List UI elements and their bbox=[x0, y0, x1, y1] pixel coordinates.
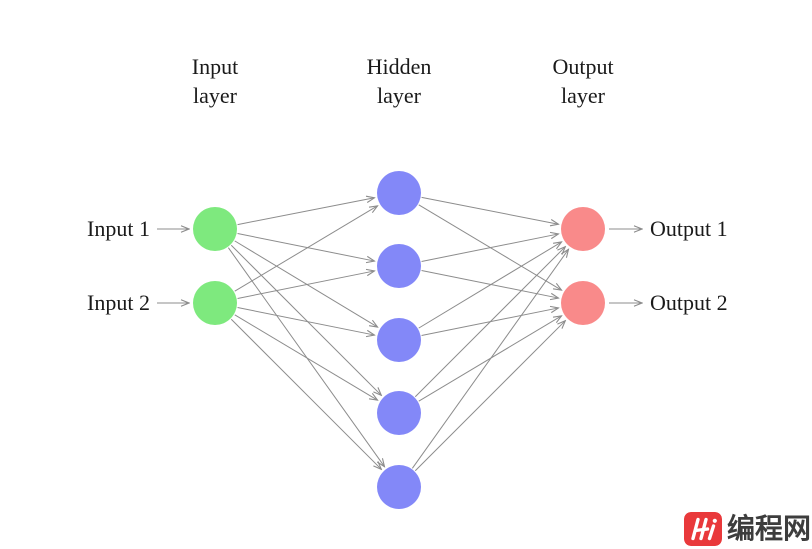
edge-hidden-5-to-output-2 bbox=[414, 321, 565, 472]
node-hidden-1 bbox=[377, 171, 421, 215]
label-input-1: Input 1 bbox=[87, 216, 150, 241]
edge-hidden-5-to-output-1 bbox=[411, 249, 568, 469]
node-hidden-4 bbox=[377, 391, 421, 435]
node-output-1 bbox=[561, 207, 605, 251]
brand-text: 编程网 bbox=[727, 512, 812, 545]
layer-header-hidden: Hidden layer bbox=[366, 54, 432, 108]
edge-input-1-to-hidden-1 bbox=[237, 198, 375, 226]
edge-hidden-2-to-output-2 bbox=[421, 270, 559, 299]
edge-input-1-to-hidden-2 bbox=[237, 233, 375, 262]
edge-hidden-3-to-output-1 bbox=[418, 242, 562, 329]
watermark: 编程网 bbox=[684, 512, 811, 546]
edge-hidden-2-to-output-1 bbox=[421, 234, 559, 262]
edge-input-2-to-hidden-3 bbox=[237, 307, 375, 336]
label-output-2: Output 2 bbox=[650, 290, 728, 315]
edge-hidden-1-to-output-1 bbox=[421, 196, 559, 224]
node-input-1 bbox=[193, 207, 237, 251]
edge-input-1-to-hidden-4 bbox=[230, 244, 381, 395]
edge-input-1-to-hidden-3 bbox=[234, 240, 378, 327]
brand-logo-icon bbox=[684, 512, 722, 546]
node-output-2 bbox=[561, 281, 605, 325]
layer-header-input: Input layer bbox=[191, 54, 239, 108]
edge-hidden-4-to-output-1 bbox=[414, 247, 565, 398]
node-hidden-5 bbox=[377, 465, 421, 509]
edge-input-2-to-hidden-1 bbox=[234, 206, 378, 292]
node-hidden-3 bbox=[377, 318, 421, 362]
label-output-1: Output 1 bbox=[650, 216, 728, 241]
node-hidden-2 bbox=[377, 244, 421, 288]
label-input-2: Input 2 bbox=[87, 290, 150, 315]
edge-input-2-to-hidden-2 bbox=[237, 271, 375, 299]
layer-header-output: Output layer bbox=[552, 54, 614, 108]
edge-input-2-to-hidden-4 bbox=[234, 314, 378, 400]
node-input-2 bbox=[193, 281, 237, 325]
edge-input-2-to-hidden-5 bbox=[230, 318, 381, 469]
